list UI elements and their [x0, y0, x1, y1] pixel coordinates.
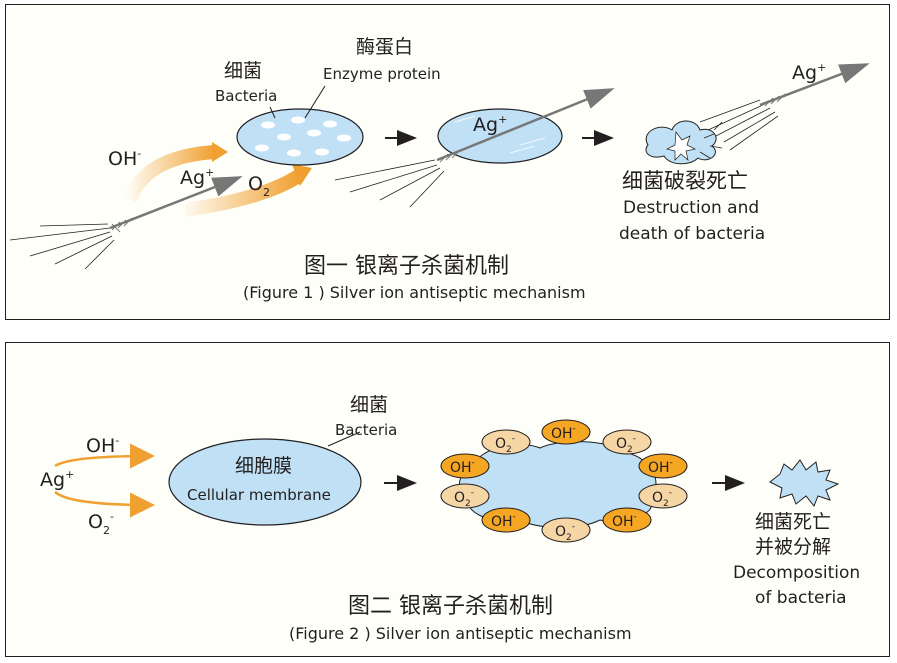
- badge-oh: OH-: [541, 419, 591, 445]
- figure2-caption-cn: 图二 银离子杀菌机制: [348, 594, 553, 619]
- bacteria-label-cn: 细菌: [350, 394, 388, 416]
- badge-o2: O2-: [440, 483, 490, 509]
- decomp-label-cn-1: 细菌死亡: [755, 511, 831, 533]
- o2-curved-arrow: [184, 169, 304, 217]
- figure2-caption-en: (Figure 2 ) Silver ion antiseptic mechan…: [289, 624, 632, 643]
- svg-text:O2-: O2-: [555, 522, 575, 543]
- decomposed-bacteria: [769, 459, 840, 507]
- figure1-caption-cn: 图一 银离子杀菌机制: [304, 254, 509, 279]
- ag-label: Ag+: [40, 468, 74, 491]
- ag-arrow-right: [759, 63, 870, 107]
- o2-label: O2-: [88, 510, 114, 537]
- ag-arrow-mid: [436, 88, 615, 163]
- enzyme-label-en: Enzyme protein: [323, 65, 441, 83]
- ag-label: Ag+: [180, 166, 214, 189]
- speed-lines-right: [699, 99, 779, 151]
- figure1-caption-en: (Figure 1 ) Silver ion antiseptic mechan…: [243, 283, 586, 302]
- o2-orange-arrow: [54, 490, 155, 518]
- svg-text:O2-: O2-: [495, 434, 515, 455]
- decomp-label-cn-2: 并被分解: [755, 536, 831, 558]
- svg-text:OH-: OH-: [648, 458, 673, 476]
- badge-oh: OH-: [638, 453, 688, 479]
- svg-text:OH-: OH-: [491, 512, 516, 530]
- badge-o2: O2-: [638, 483, 688, 509]
- speed-lines-mid: [334, 159, 445, 208]
- ag-arrow-left: [109, 176, 243, 233]
- badge-o2: O2-: [602, 429, 652, 455]
- decomp-label-en-2: of bacteria: [755, 588, 847, 608]
- badge-o2: O2-: [541, 517, 591, 543]
- destroyed-bacteria: [645, 120, 723, 165]
- enzyme-label-cn: 酶蛋白: [356, 36, 413, 58]
- destruction-label-en-1: Destruction and: [623, 198, 759, 218]
- svg-text:O2-: O2-: [616, 434, 636, 455]
- badge-oh: OH-: [481, 507, 531, 533]
- cellular-membrane-cell: [168, 438, 362, 526]
- oh-curved-arrow: [123, 145, 216, 203]
- membrane-label-en: Cellular membrane: [187, 486, 331, 504]
- svg-text:OH-: OH-: [551, 424, 576, 442]
- oh-label: OH-: [86, 434, 119, 457]
- svg-text:OH-: OH-: [450, 458, 475, 476]
- svg-text:OH-: OH-: [612, 512, 637, 530]
- svg-text:O2-: O2-: [454, 488, 474, 509]
- svg-text:O2-: O2-: [652, 488, 672, 509]
- oh-label: OH-: [108, 147, 141, 170]
- ag-on-cell-label: Ag+: [473, 113, 507, 136]
- bacteria-label-cn: 细菌: [224, 60, 262, 82]
- o2-label: O2: [248, 173, 270, 199]
- oh-orange-arrow: [54, 443, 155, 469]
- badge-oh: OH-: [440, 453, 490, 479]
- membrane-label-cn: 细胞膜: [235, 455, 292, 477]
- destruction-label-en-2: death of bacteria: [619, 224, 765, 244]
- enzyme-protein-dots: [255, 116, 351, 157]
- badge-o2: O2-: [481, 429, 531, 455]
- decomp-label-en-1: Decomposition: [733, 563, 860, 583]
- bacteria-label-en: Bacteria: [335, 421, 397, 439]
- bacteria-label-en: Bacteria: [215, 87, 277, 105]
- badge-oh: OH-: [602, 507, 652, 533]
- destruction-label-cn: 细菌破裂死亡: [622, 169, 748, 193]
- speed-lines-left: [9, 223, 115, 270]
- ag-right-label: Ag+: [792, 61, 826, 84]
